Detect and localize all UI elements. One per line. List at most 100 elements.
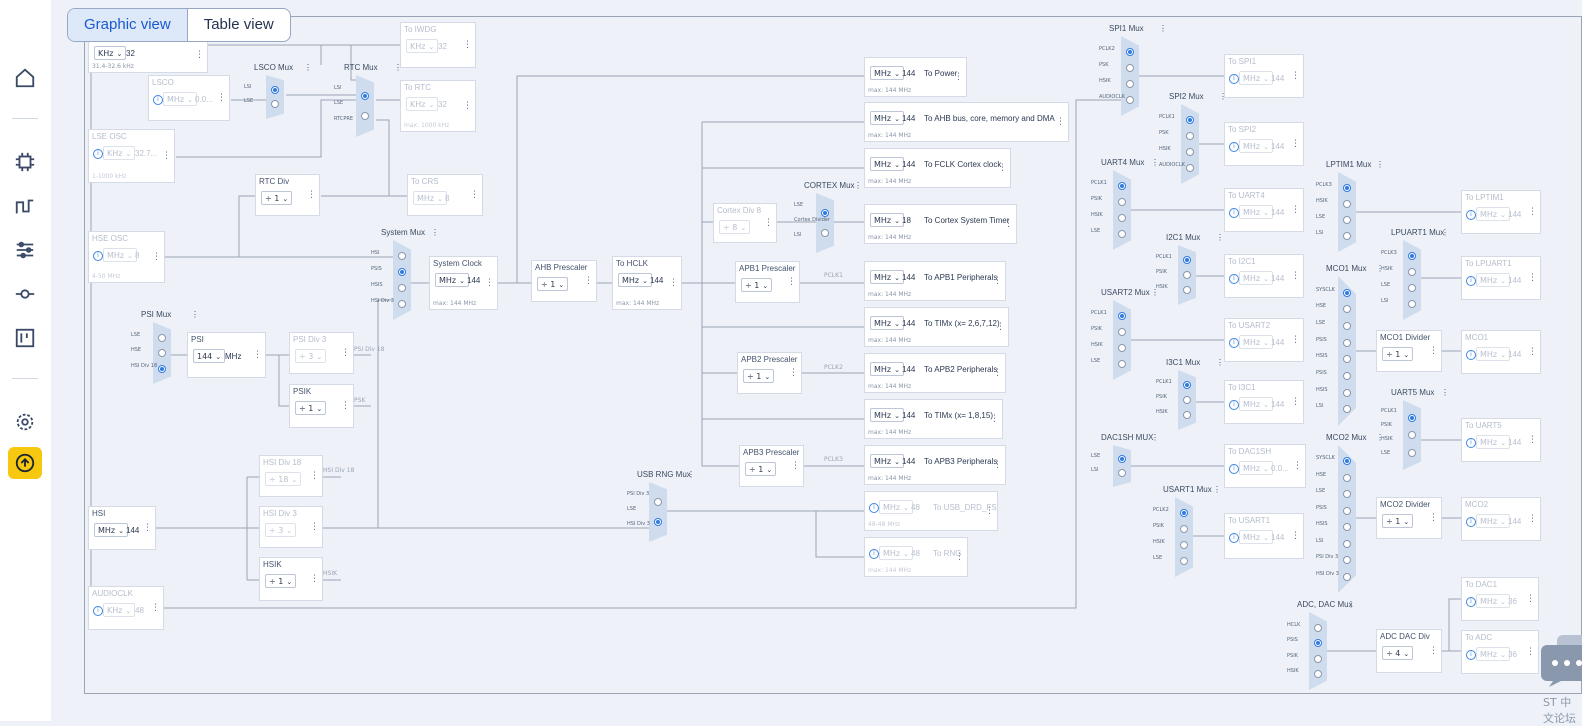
info-icon[interactable]: i [93,149,103,159]
mux-radio[interactable] [1314,654,1322,663]
info-icon[interactable]: i [1229,400,1239,410]
mux-radio[interactable] [398,300,406,308]
block-select[interactable]: MHz⌄ [870,408,904,422]
kebab-menu-icon[interactable]: ⋮ [990,414,999,424]
kebab-menu-icon[interactable]: ⋮ [1291,531,1300,541]
info-icon[interactable]: i [869,503,879,513]
mux-radio[interactable] [1343,184,1351,192]
info-icon[interactable]: i [1466,517,1476,527]
mux-radio[interactable] [398,252,406,260]
block-select[interactable]: 144⌄ [193,349,226,363]
mux-radio[interactable] [398,268,406,276]
signal-icon[interactable] [8,190,42,222]
info-icon[interactable]: i [1229,533,1239,543]
kebab-menu-icon[interactable]: ⋮ [470,190,479,200]
mux-radio[interactable] [1343,473,1351,482]
mux-radio[interactable] [1343,200,1351,208]
mux-radio[interactable] [1118,344,1126,352]
kebab-menu-icon[interactable]: ⋮ [854,181,862,190]
block-select[interactable]: MHz⌄ [870,111,904,125]
block-select[interactable]: KHz⌄ [406,39,439,53]
mux-radio[interactable] [1126,48,1134,56]
mux-radio[interactable] [1183,381,1191,389]
info-icon[interactable]: i [1229,74,1239,84]
kebab-menu-icon[interactable]: ⋮ [985,506,994,516]
kebab-menu-icon[interactable]: ⋮ [341,401,350,411]
mux-radio[interactable] [1343,355,1351,364]
kebab-menu-icon[interactable]: ⋮ [1216,233,1224,242]
block-select[interactable]: ÷ 1⌄ [1382,514,1414,528]
info-icon[interactable]: i [1229,142,1239,152]
kebab-menu-icon[interactable]: ⋮ [787,277,796,287]
mux-radio[interactable] [1126,80,1134,88]
mux-radio[interactable] [1343,288,1351,297]
mux-radio[interactable] [1343,372,1351,380]
kebab-menu-icon[interactable]: ⋮ [1526,594,1535,604]
block-select[interactable]: KHz⌄ [94,46,127,60]
kebab-menu-icon[interactable]: ⋮ [253,350,262,360]
view-toggle[interactable]: Graphic view Table view [67,8,291,42]
mux-radio[interactable] [1180,541,1188,549]
chat-icon[interactable] [1539,633,1582,687]
block-select[interactable]: ÷ 1⌄ [261,191,293,205]
mux-radio[interactable] [1343,572,1351,581]
kebab-menu-icon[interactable]: ⋮ [1056,117,1065,127]
kebab-menu-icon[interactable]: ⋮ [996,322,1005,332]
mux-radio[interactable] [1408,413,1416,422]
mux-radio[interactable] [1343,216,1351,224]
block-select[interactable]: MHz⌄ [94,523,128,537]
mux-radio[interactable] [1180,509,1188,517]
kebab-menu-icon[interactable]: ⋮ [394,63,402,72]
block-select[interactable]: MHz⌄ [870,316,904,330]
block-select[interactable]: ÷ 1⌄ [1382,347,1414,361]
kebab-menu-icon[interactable]: ⋮ [1291,271,1300,281]
mux-radio[interactable] [1183,271,1191,279]
table-view-tab[interactable]: Table view [203,16,274,33]
mux-radio[interactable] [1343,405,1351,414]
mux-radio[interactable] [158,364,166,373]
block-select[interactable]: ÷ 1⌄ [743,369,775,383]
block-select[interactable]: MHz⌄ [870,66,904,80]
block-select[interactable]: ÷ 1⌄ [741,278,773,292]
block-select[interactable]: MHz⌄ [879,500,913,514]
kebab-menu-icon[interactable]: ⋮ [1213,485,1221,494]
kebab-menu-icon[interactable]: ⋮ [1429,646,1438,656]
kebab-menu-icon[interactable]: ⋮ [1376,160,1384,169]
block-select[interactable]: MHz⌄ [1476,594,1510,608]
kebab-menu-icon[interactable]: ⋮ [993,276,1002,286]
kebab-menu-icon[interactable]: ⋮ [152,252,161,262]
mux-radio[interactable] [1118,455,1126,463]
mux-radio[interactable] [1126,64,1134,72]
mux-radio[interactable] [1343,490,1351,499]
kebab-menu-icon[interactable]: ⋮ [955,552,964,562]
kebab-menu-icon[interactable]: ⋮ [1347,600,1355,609]
mux-radio[interactable] [158,333,166,342]
kebab-menu-icon[interactable]: ⋮ [584,276,593,286]
block-select[interactable]: MHz⌄ [1476,273,1510,287]
mux-radio[interactable] [271,100,279,109]
home-icon[interactable] [8,62,42,94]
info-icon[interactable]: i [1466,210,1476,220]
block-select[interactable]: MHz⌄ [870,362,904,376]
kebab-menu-icon[interactable]: ⋮ [1291,139,1300,149]
kebab-menu-icon[interactable]: ⋮ [1528,435,1537,445]
gear-icon[interactable] [8,406,42,438]
kebab-menu-icon[interactable]: ⋮ [1528,273,1537,283]
mux-radio[interactable] [1408,300,1416,308]
mux-radio[interactable] [361,112,369,121]
upload-icon[interactable] [8,447,42,479]
mux-radio[interactable] [1343,322,1351,330]
kebab-menu-icon[interactable]: ⋮ [993,460,1002,470]
graphic-view-tab[interactable]: Graphic view [68,9,188,41]
connection-icon[interactable] [8,278,42,310]
kebab-menu-icon[interactable]: ⋮ [310,522,319,532]
block-select[interactable]: MHz⌄ [1239,205,1273,219]
info-icon[interactable]: i [93,251,103,261]
kebab-menu-icon[interactable]: ⋮ [1528,514,1537,524]
info-icon[interactable]: i [1229,208,1239,218]
kebab-menu-icon[interactable]: ⋮ [1528,347,1537,357]
mux-radio[interactable] [1186,148,1194,156]
kebab-menu-icon[interactable]: ⋮ [1441,228,1449,237]
mux-radio[interactable] [1118,328,1126,336]
